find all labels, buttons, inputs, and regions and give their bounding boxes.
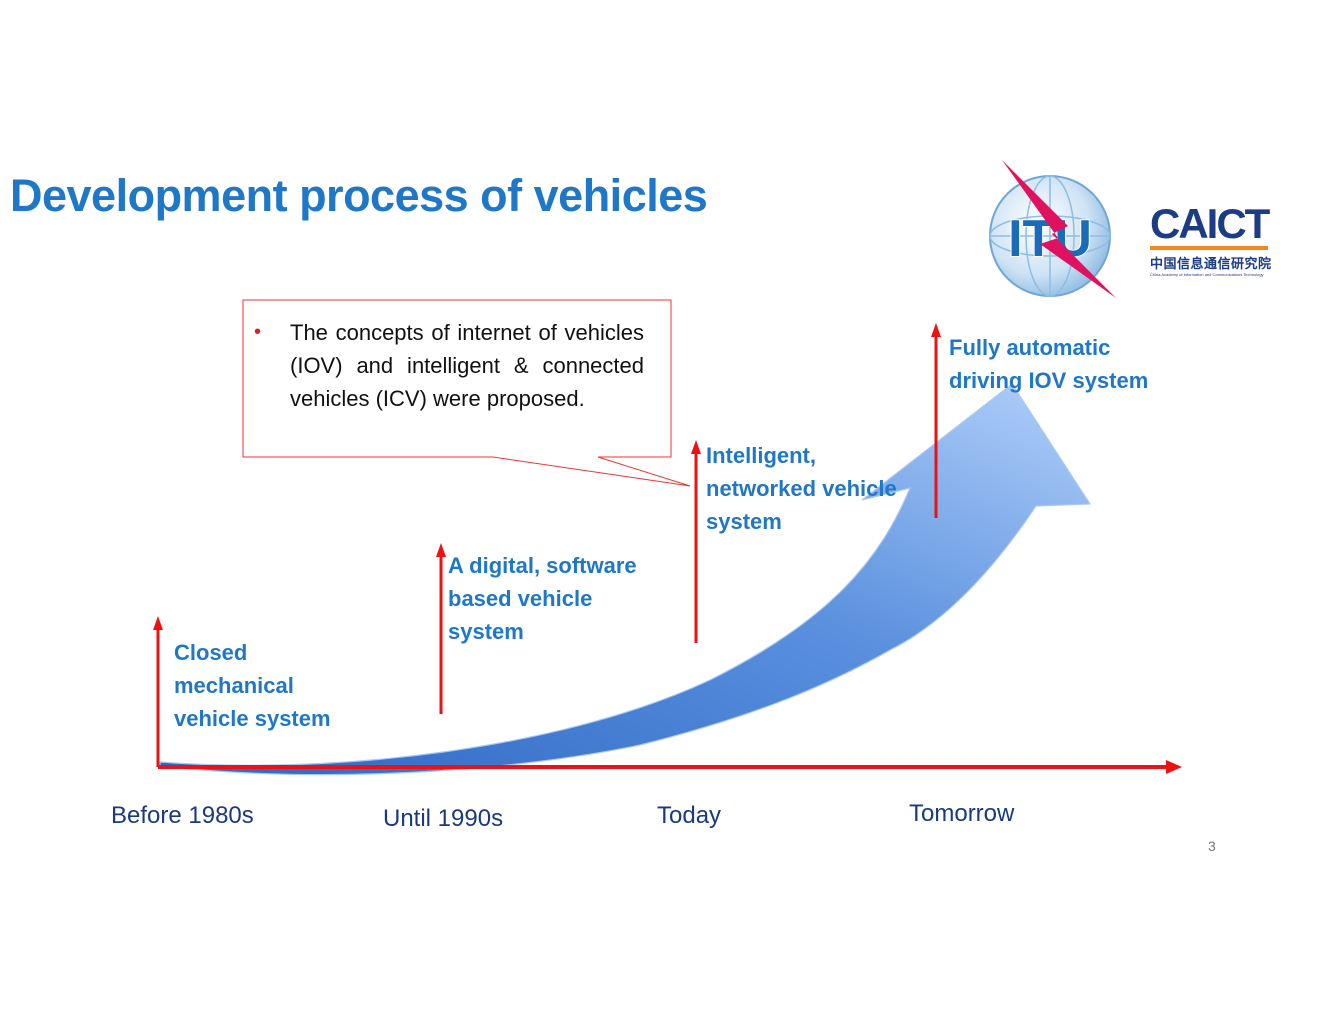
stage-label-networked: Intelligent, networked vehicle system [706,443,897,534]
callout-box [242,299,691,487]
stage-arrow-1990s [436,543,446,714]
caict-logo-english: China Academy of Information and Communi… [1150,272,1264,277]
stage-label-mechanical: Closed mechanical vehicle system [174,640,331,731]
stage-arrow-tomorrow [931,323,941,518]
timeline-axis [153,616,1182,774]
timeline-label-before-1980s: Before 1980s [111,802,254,829]
caict-logo: CAICT 中国信息通信研究院 China Academy of Informa… [1150,200,1272,277]
caict-logo-chinese: 中国信息通信研究院 [1150,256,1272,271]
itu-logo: ITU [989,160,1116,298]
growth-curve-arrow [159,383,1092,776]
stage-label-automatic: Fully automatic driving IOV system [949,335,1149,393]
slide-title: Development process of vehicles [10,170,708,221]
timeline-label-until-1990s: Until 1990s [383,805,504,832]
callout-text: • The concepts of internet of vehicles (… [254,316,644,415]
caict-logo-name: CAICT [1150,200,1270,247]
timeline-label-today: Today [657,802,722,829]
callout-bullet: • [254,321,262,343]
callout-body: The concepts of internet of vehicles (IO… [290,320,644,411]
page-number: 3 [1208,838,1216,854]
caict-logo-bar [1150,246,1268,250]
timeline-label-tomorrow: Tomorrow [909,800,1015,827]
stage-arrow-today [691,440,701,643]
stage-label-digital: A digital, software based vehicle system [448,553,637,644]
